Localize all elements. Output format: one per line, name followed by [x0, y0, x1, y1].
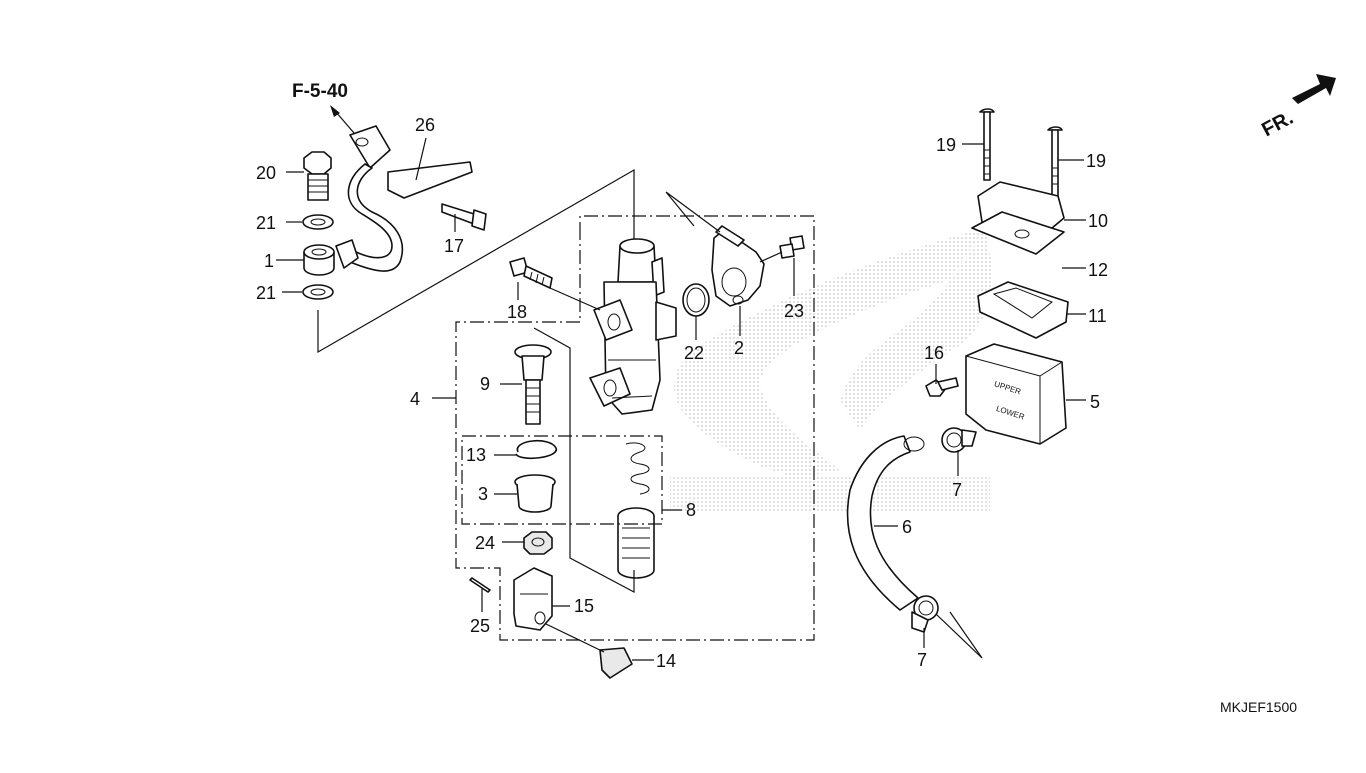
callout-26[interactable]: 26 — [415, 115, 435, 135]
callout-6[interactable]: 6 — [902, 517, 912, 537]
callout-19-right[interactable]: 19 — [1086, 151, 1106, 171]
callout-20[interactable]: 20 — [256, 163, 276, 183]
callout-12[interactable]: 12 — [1088, 260, 1108, 280]
master-cylinder-body[interactable] — [589, 238, 677, 415]
part-3-boot[interactable] — [514, 474, 556, 513]
part-24-nut[interactable] — [523, 531, 553, 555]
callout-14[interactable]: 14 — [656, 651, 676, 671]
callout-15[interactable]: 15 — [574, 596, 594, 616]
callout-7-upper[interactable]: 7 — [952, 480, 962, 500]
part-14-pin[interactable] — [599, 647, 633, 679]
direction-arrow-icon — [1292, 74, 1336, 104]
part-18-bolt[interactable] — [509, 257, 553, 289]
part-9-push-rod[interactable] — [514, 344, 552, 425]
part-20-oil-bolt[interactable] — [303, 151, 332, 201]
part-1-hose-joint[interactable] — [303, 244, 335, 276]
front-direction-indicator: FR. — [1258, 74, 1336, 141]
part-26-brake-hose[interactable] — [335, 125, 473, 272]
callout-10[interactable]: 10 — [1088, 211, 1108, 231]
part-19-left-screw[interactable] — [979, 108, 995, 181]
callout-21-lower[interactable]: 21 — [256, 283, 276, 303]
part-21-lower-washer[interactable] — [302, 284, 334, 300]
callout-9[interactable]: 9 — [480, 374, 490, 394]
callout-21-upper[interactable]: 21 — [256, 213, 276, 233]
callout-7-lower[interactable]: 7 — [917, 650, 927, 670]
part-23-screw[interactable] — [779, 235, 805, 259]
callout-11[interactable]: 11 — [1088, 306, 1107, 326]
part-21-upper-washer[interactable] — [302, 214, 334, 230]
direction-label: FR. — [1258, 107, 1297, 142]
watermark-logo — [670, 228, 992, 512]
part-17-bolt[interactable] — [441, 203, 487, 231]
part-7-upper-clamp[interactable] — [941, 427, 977, 453]
callout-17[interactable]: 17 — [444, 236, 464, 256]
part-8-piston-set[interactable] — [617, 442, 655, 579]
callout-23[interactable]: 23 — [784, 301, 804, 321]
part-16-bolt[interactable] — [925, 377, 959, 397]
part-19-right-screw[interactable] — [1047, 126, 1063, 197]
part-7-lower-clamp[interactable] — [911, 595, 939, 633]
callout-24[interactable]: 24 — [475, 533, 495, 553]
callout-3[interactable]: 3 — [478, 484, 488, 504]
ref-label-group[interactable]: F-5-40 — [292, 81, 361, 141]
part-13-circlip[interactable] — [515, 439, 557, 460]
part-15-joint[interactable] — [513, 567, 553, 631]
callout-16[interactable]: 16 — [924, 343, 944, 363]
callout-22[interactable]: 22 — [684, 343, 704, 363]
part-5-reservoir[interactable]: UPPER LOWER — [965, 343, 1067, 445]
callout-2[interactable]: 2 — [734, 338, 744, 358]
callout-25[interactable]: 25 — [470, 616, 490, 636]
callout-5[interactable]: 5 — [1090, 392, 1100, 412]
part-22-o-ring[interactable] — [682, 283, 710, 317]
part-25-cotter-pin[interactable] — [469, 577, 491, 593]
diagram-code: MKJEF1500 — [1220, 699, 1297, 715]
callout-4[interactable]: 4 — [410, 389, 420, 409]
callout-18[interactable]: 18 — [507, 302, 527, 322]
callout-8[interactable]: 8 — [686, 500, 696, 520]
callout-19-left[interactable]: 19 — [936, 135, 956, 155]
part-11-diaphragm[interactable] — [977, 281, 1069, 339]
callout-labels: 1 2 3 4 5 6 7 7 8 9 10 11 12 13 14 15 16… — [256, 115, 1108, 671]
callout-1[interactable]: 1 — [264, 251, 274, 271]
part-6-reservoir-hose[interactable] — [846, 435, 925, 611]
part-12-plate[interactable] — [971, 211, 1065, 255]
part-2-hose-joint[interactable] — [711, 225, 765, 307]
ref-label[interactable]: F-5-40 — [292, 81, 348, 102]
callout-13[interactable]: 13 — [466, 445, 486, 465]
